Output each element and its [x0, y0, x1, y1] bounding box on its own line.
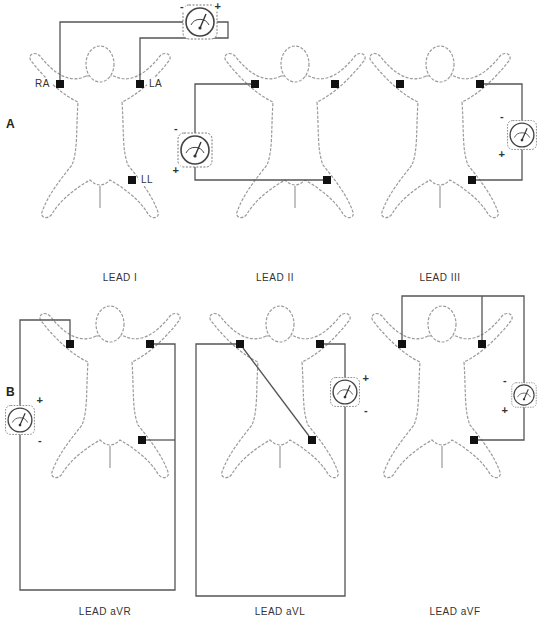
electrode	[128, 176, 136, 184]
electrode	[331, 80, 339, 88]
electrode	[251, 80, 259, 88]
lead-wire	[476, 149, 522, 180]
electrode	[138, 436, 146, 444]
lead-wire	[20, 344, 175, 590]
dog-outline	[225, 46, 365, 218]
electrode	[396, 80, 404, 88]
polarity-sign: +	[36, 395, 45, 406]
galvanometer	[178, 133, 212, 167]
electrode	[468, 176, 476, 184]
polarity-sign: -	[37, 435, 43, 446]
electrode	[56, 80, 64, 88]
electrode	[478, 340, 486, 348]
electrode	[136, 80, 144, 88]
galvanometer	[183, 5, 217, 39]
panel-letter: A	[4, 117, 17, 131]
polarity-sign: -	[502, 375, 508, 386]
galvanometer	[508, 121, 537, 150]
panel-letter: B	[4, 385, 17, 399]
dog-outline	[40, 306, 180, 478]
polarity-sign: -	[179, 1, 185, 12]
lead-wire	[60, 22, 185, 80]
lead-name: LEAD aVL	[253, 606, 308, 618]
electrode	[146, 340, 154, 348]
lead-wire	[20, 320, 70, 406]
dog-outline	[372, 306, 512, 478]
lead-wire	[195, 84, 251, 135]
lead-wire	[324, 344, 345, 378]
lead-name: LEAD II	[254, 272, 296, 284]
polarity-sign: +	[214, 1, 223, 12]
dog-outline	[210, 306, 350, 478]
dog-outline	[30, 46, 170, 218]
electrode-label: LA	[147, 78, 164, 90]
lead-wire	[481, 296, 482, 340]
polarity-sign: +	[498, 149, 507, 160]
polarity-sign: -	[499, 111, 505, 122]
lead-name: LEAD III	[417, 272, 462, 284]
galvanometer	[331, 378, 360, 407]
lead-wire	[402, 296, 524, 383]
electrode	[398, 340, 406, 348]
electrode-label: RA	[33, 78, 52, 90]
electrode	[470, 436, 478, 444]
lead-wire	[196, 344, 345, 596]
lead-wire	[146, 439, 175, 440]
polarity-sign: -	[173, 123, 179, 134]
lead-name: LEAD aVR	[77, 606, 133, 618]
electrode-label: LL	[139, 174, 155, 186]
electrode	[323, 176, 331, 184]
electrode	[66, 340, 74, 348]
electrode	[236, 340, 244, 348]
polarity-sign: +	[501, 405, 510, 416]
lead-name: LEAD aVF	[427, 606, 482, 618]
polarity-sign: +	[362, 373, 371, 384]
galvanometer	[6, 406, 35, 435]
electrode	[308, 436, 316, 444]
electrode	[316, 340, 324, 348]
lead-wire	[243, 348, 309, 436]
lead-name: LEAD I	[101, 272, 140, 284]
lead-wire	[195, 165, 323, 180]
electrode	[476, 80, 484, 88]
polarity-sign: -	[363, 405, 369, 416]
lead-wire	[484, 84, 522, 121]
polarity-sign: +	[172, 165, 181, 176]
galvanometer	[512, 383, 536, 407]
dog-outline	[370, 46, 510, 218]
